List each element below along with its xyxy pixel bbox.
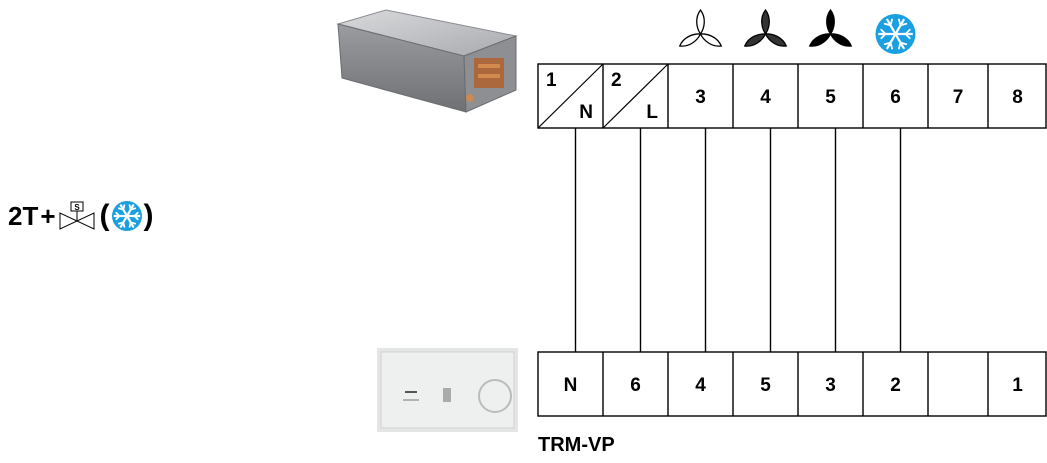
bottom-terminal-label: 2 <box>890 375 901 396</box>
bottom-terminal-label: N <box>564 375 578 396</box>
thermostat-model-label: TRM-VP <box>538 434 615 456</box>
fan-high-icon <box>808 8 853 47</box>
thermostat-photo <box>377 348 518 432</box>
terminal-number: 1 <box>546 70 557 91</box>
bottom-terminal-label: 6 <box>630 375 641 396</box>
top-terminal-2: 2L <box>602 63 669 129</box>
terminal-number: 6 <box>890 87 901 108</box>
solenoid-valve-icon: S <box>59 201 95 230</box>
top-terminal-1: 1N <box>537 63 604 129</box>
top-terminal-8: 8 <box>1012 87 1023 108</box>
bottom-terminal-label: 4 <box>695 375 706 396</box>
top-terminal-7: 7 <box>953 87 964 108</box>
fan-coil-unit-photo <box>336 9 518 113</box>
terminal-sub-label: L <box>646 102 658 123</box>
terminal-number: 7 <box>953 87 964 108</box>
terminal-number: 4 <box>760 87 771 108</box>
snowflake-icon <box>111 201 142 231</box>
formula-prefix: 2T <box>8 200 39 231</box>
top-terminal-5: 5 <box>825 87 836 108</box>
terminal-icons <box>678 8 916 54</box>
wires <box>574 128 902 352</box>
formula-plus: + <box>40 200 56 231</box>
bottom-terminal-label: 1 <box>1012 375 1023 396</box>
top-terminal-4: 4 <box>760 87 771 108</box>
fan-medium-icon <box>743 8 788 47</box>
valve-tag: S <box>74 203 80 212</box>
terminal-sub-label: N <box>579 102 593 123</box>
top-terminal-3: 3 <box>695 87 706 108</box>
thermostat-terminal-strip: N 6 4 5 3 2 1 <box>537 351 1047 417</box>
terminal-number: 5 <box>825 87 836 108</box>
top-terminal-6: 6 <box>890 87 901 108</box>
formula: 2T + S ( ) <box>8 196 154 236</box>
formula-open-paren: ( <box>99 199 110 232</box>
formula-close-paren: ) <box>143 199 154 232</box>
terminal-number: 3 <box>695 87 706 108</box>
bottom-terminal-label: 5 <box>760 375 771 396</box>
terminal-number: 8 <box>1012 87 1023 108</box>
bottom-terminal-label: 3 <box>825 375 836 396</box>
terminal-number: 2 <box>611 70 622 91</box>
snowflake-icon <box>875 14 916 54</box>
fan-low-icon <box>678 8 723 47</box>
